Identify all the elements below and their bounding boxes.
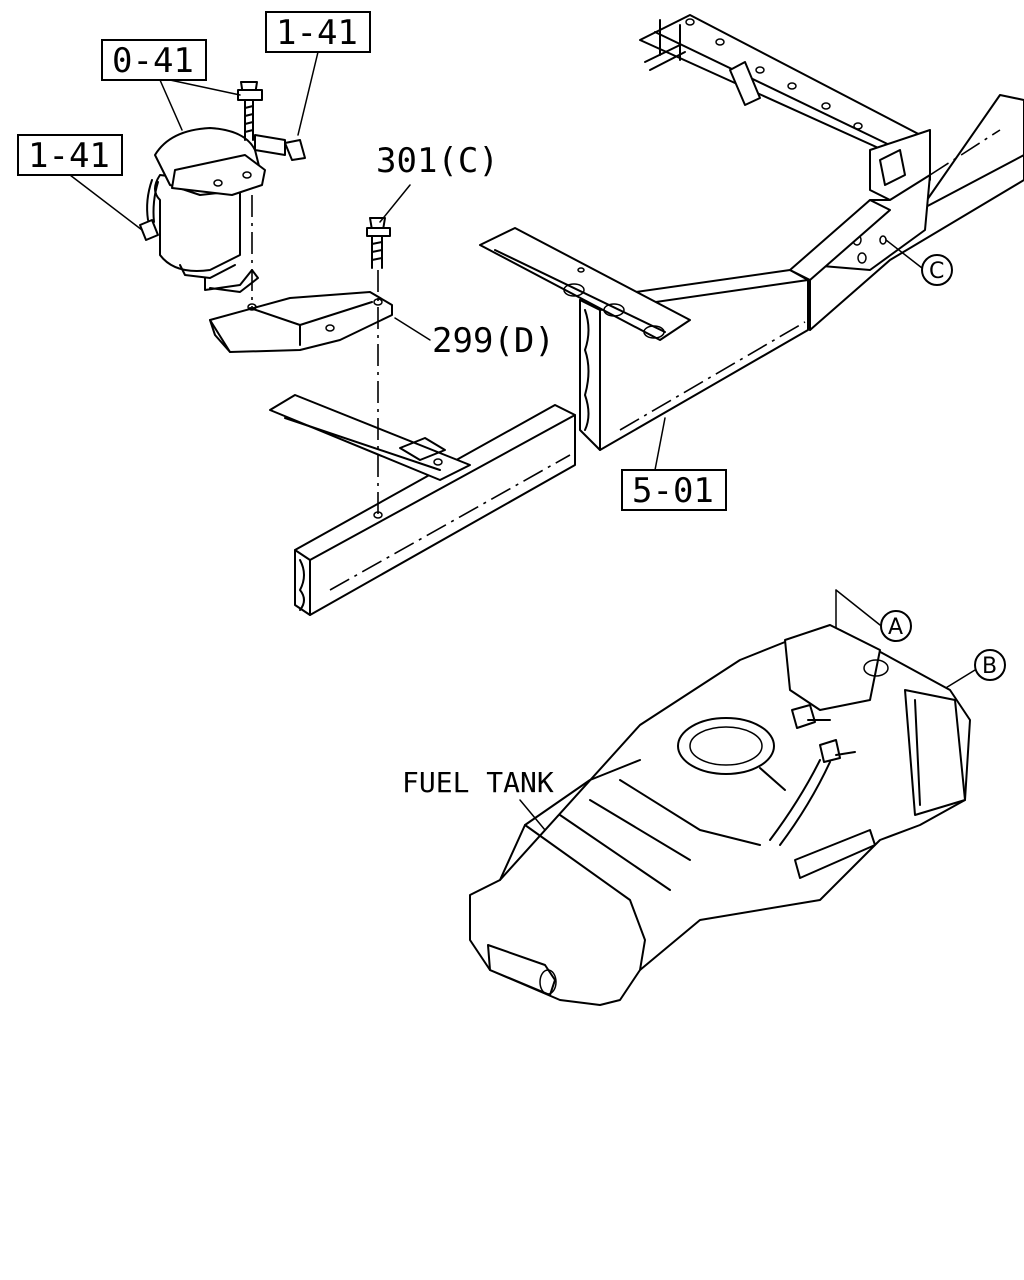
callout-299-d[interactable]: 299(D) (432, 321, 555, 361)
callout-0-41[interactable]: 0-41 (112, 41, 194, 81)
callout-box-0-41 (101, 39, 207, 81)
callout-301-c[interactable]: 301(C) (376, 141, 499, 181)
callout-1-41-top[interactable]: 1-41 (276, 13, 358, 53)
frame-rail-rear (639, 14, 931, 201)
fuel-filter-assembly (139, 81, 306, 293)
bolt-301 (366, 217, 391, 269)
marker-b-circle (974, 649, 1006, 681)
callout-1-41-left[interactable]: 1-41 (28, 136, 110, 176)
callout-box-1-41-left (17, 134, 123, 176)
frame-rail-mid (479, 227, 691, 341)
frame-rail-main (579, 199, 891, 451)
marker-c-circle (921, 254, 953, 286)
marker-a-circle (880, 610, 912, 642)
callout-box-1-41-top (265, 11, 371, 53)
mounting-bracket (209, 291, 393, 353)
fuel-tank-label: FUEL TANK (402, 766, 554, 799)
marker-b[interactable]: B (982, 654, 997, 679)
callout-5-01[interactable]: 5-01 (632, 471, 714, 511)
marker-a[interactable]: A (888, 615, 903, 640)
fuel-tank (469, 624, 971, 1006)
callout-box-5-01 (621, 469, 727, 511)
marker-c[interactable]: C (929, 259, 944, 284)
frame-rail-front (269, 394, 576, 616)
